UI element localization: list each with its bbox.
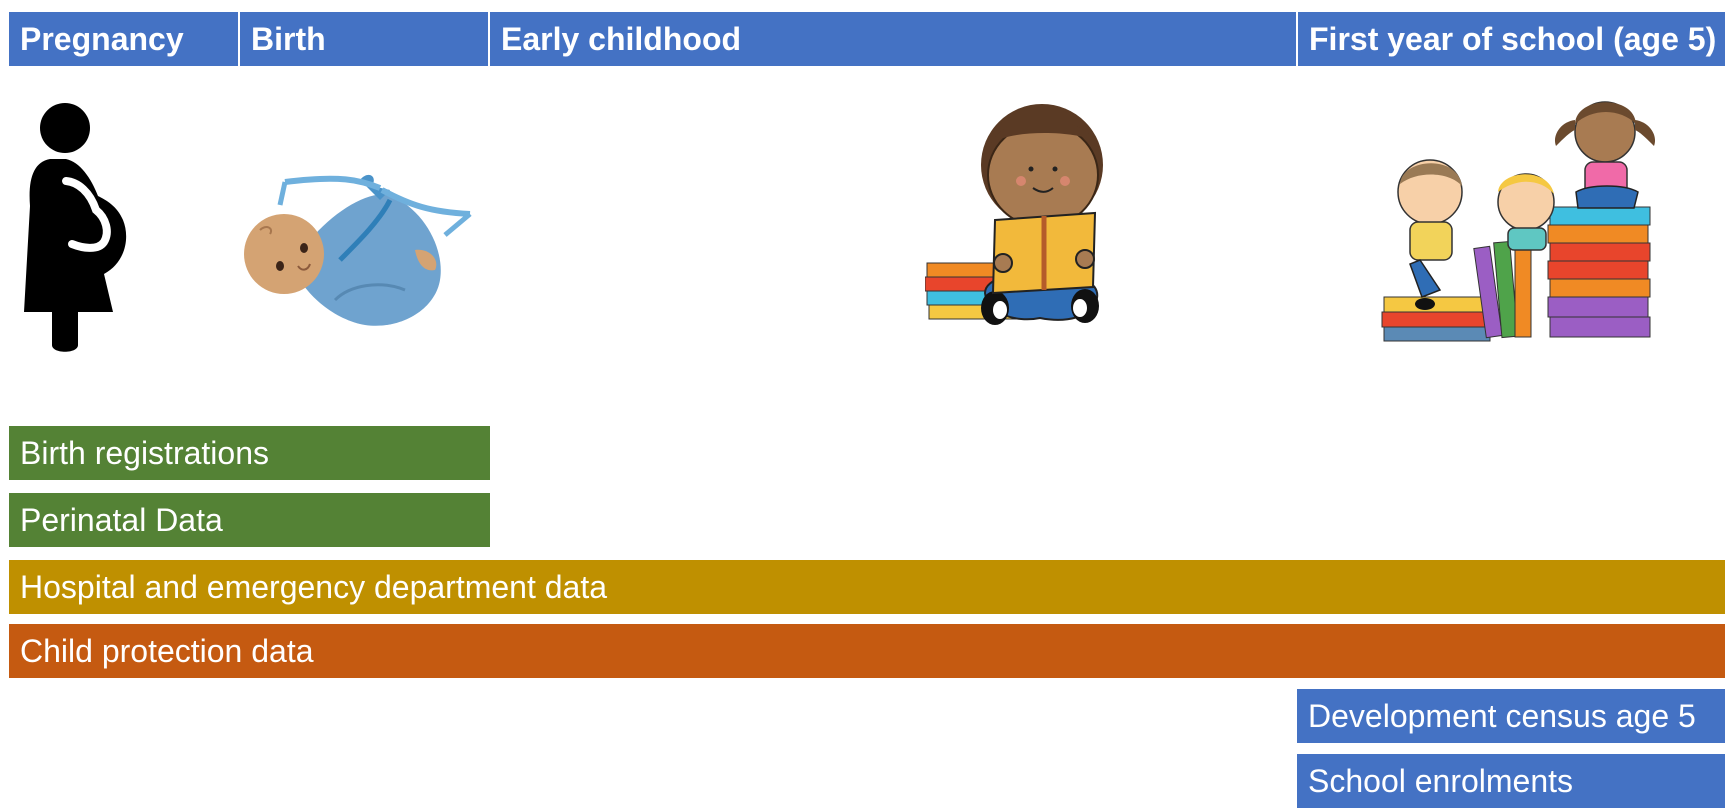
children-on-books-icon <box>1381 101 1656 342</box>
swaddled-baby-icon <box>244 174 472 326</box>
stage-header-birth: Birth <box>240 12 488 66</box>
bar-hospital-emergency-data: Hospital and emergency department data <box>9 560 1725 614</box>
bar-child-protection-data: Child protection data <box>9 624 1725 678</box>
child-reading-icon <box>925 104 1103 325</box>
bar-perinatal-data: Perinatal Data <box>9 493 490 547</box>
stage-header-pregnancy: Pregnancy <box>9 12 238 66</box>
pregnant-woman-icon <box>24 103 127 352</box>
bar-birth-registrations: Birth registrations <box>9 426 490 480</box>
stage-header-early-childhood: Early childhood <box>490 12 1296 66</box>
bar-school-enrolments: School enrolments <box>1297 754 1725 808</box>
stage-header-first-year-school: First year of school (age 5) <box>1298 12 1725 66</box>
bar-development-census: Development census age 5 <box>1297 689 1725 743</box>
